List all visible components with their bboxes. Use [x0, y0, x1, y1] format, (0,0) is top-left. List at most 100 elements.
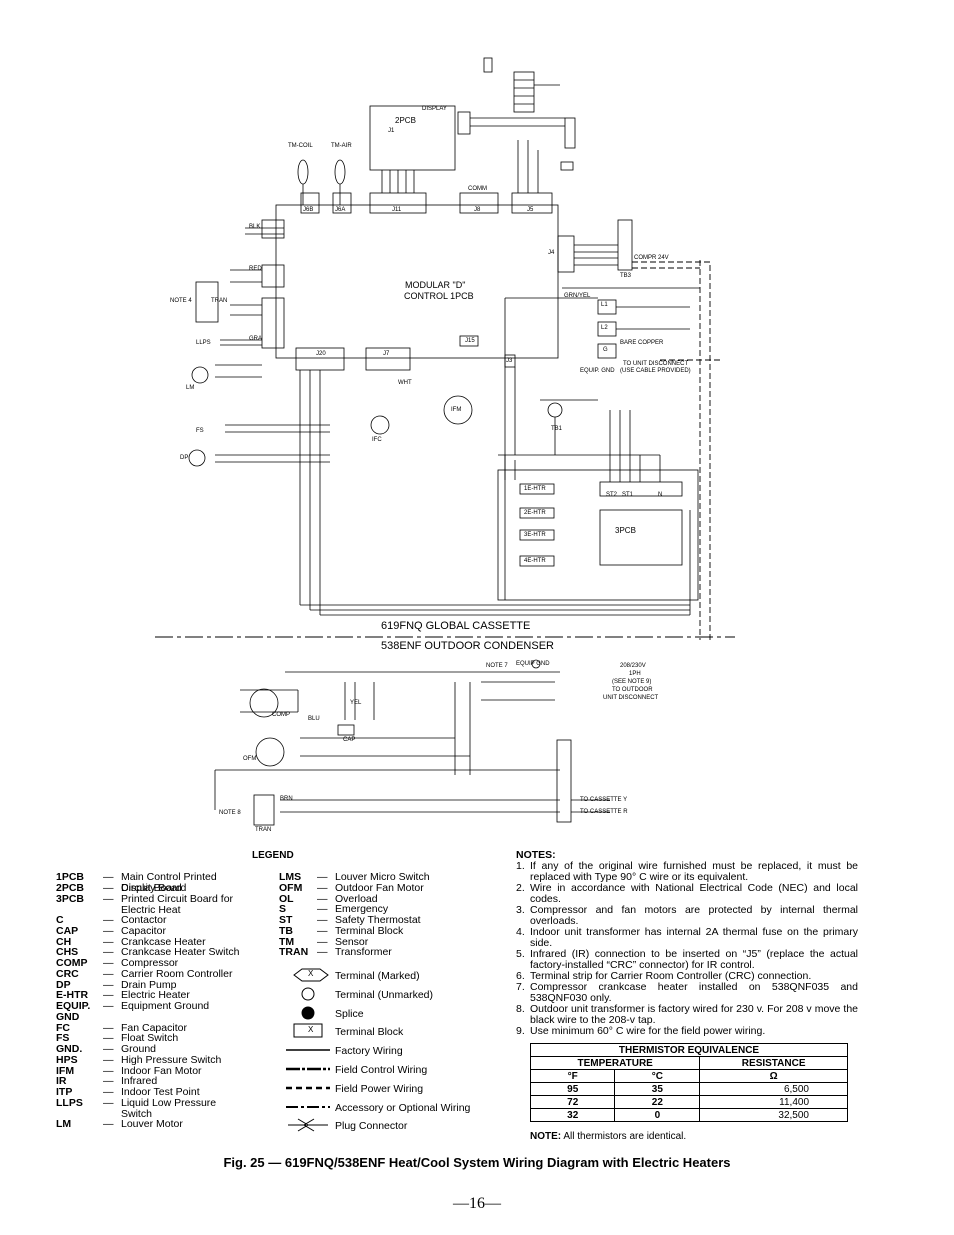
- tb3-label: TB3: [620, 273, 632, 279]
- st1-label: ST1: [622, 492, 634, 498]
- note-text: Outdoor unit transformer is factory wire…: [530, 1003, 858, 1026]
- connector-j8: [459, 192, 499, 214]
- legend-definition: Louver Motor: [121, 1118, 183, 1131]
- legend-dash: —: [103, 924, 114, 937]
- legend-dash: —: [103, 1053, 114, 1066]
- display-connector: [457, 111, 471, 135]
- legend-dash: —: [103, 946, 114, 959]
- legend-abbr: HPS: [56, 1053, 78, 1066]
- to-unit-disconnect-label: TO UNIT DISCONNECT: [623, 361, 689, 367]
- legend-symbol-label: Terminal (Marked): [335, 970, 420, 982]
- fs-label: FS: [196, 428, 204, 434]
- j5-label: J5: [527, 207, 534, 213]
- equip-gnd-terminal: [531, 659, 541, 669]
- terminal-marked-icon: [293, 968, 329, 982]
- connector-j15: [459, 335, 479, 347]
- note-box: [483, 57, 493, 73]
- thermistor-note-text: All thermistors are identical.: [561, 1131, 687, 1142]
- legend-abbr: FC: [56, 1021, 70, 1034]
- comm-label: COMM: [468, 186, 487, 192]
- legend-abbr: GND.: [56, 1043, 83, 1055]
- legend-abbr: IFM: [56, 1064, 75, 1077]
- connector-j6b: [300, 192, 320, 214]
- legend-dash: —: [103, 871, 114, 883]
- legend-abbr: IR: [56, 1075, 67, 1088]
- legend-definition: Overload: [335, 892, 378, 905]
- wiring-diagram: DISPLAY 2PCB J1 TM-COIL TM-AIR COMM J11 …: [155, 57, 735, 833]
- legend-definition: Crankcase Heater: [121, 935, 206, 948]
- legend-dash: —: [103, 989, 114, 1002]
- wire-gra-label: GRA: [249, 336, 263, 342]
- note-item: 9. Use minimum 60° C wire for the field p…: [516, 1026, 858, 1037]
- terminal-block-tb1: [547, 402, 563, 418]
- notes-section: NOTES: 1.If any of the original wire fur…: [516, 850, 858, 1037]
- legend-abbr: TM: [279, 935, 295, 948]
- tm-coil-sensor: [297, 159, 309, 185]
- thermistor-cell-c: 35: [614, 1082, 701, 1096]
- outdoor-terminal-strip: [556, 739, 572, 823]
- thermistor-title: THERMISTOR EQUIVALENCE: [530, 1043, 848, 1057]
- field-power-wiring-icon: [286, 1086, 330, 1090]
- note7-label: NOTE 7: [486, 663, 508, 669]
- ifm-label: IFM: [451, 407, 462, 413]
- power-208-label: 208/230V: [620, 663, 646, 669]
- crc-terminal-strip: [564, 117, 576, 149]
- tm-coil-label: TM-COIL: [288, 143, 313, 149]
- legend-abbr: LMS: [279, 871, 302, 883]
- to-cassette-y-label: TO CASSETTE Y: [580, 797, 628, 803]
- unit-f: °F: [529, 1069, 616, 1083]
- note-text: Infrared (IR) connection to be inserted …: [530, 948, 858, 971]
- module-line-2: CONTROL 1PCB: [404, 291, 474, 301]
- ofm-label: OFM: [243, 756, 257, 762]
- note-item: 6.Terminal strip for Carrier Room Contro…: [516, 971, 858, 982]
- factory-wiring-icon: [286, 1049, 330, 1051]
- compressor: [249, 688, 279, 718]
- legend-dash: —: [103, 935, 114, 948]
- tb1-label: TB1: [551, 426, 563, 432]
- legend-abbr: CHS: [56, 946, 79, 959]
- note-number: 4.: [516, 926, 525, 938]
- accessory-wiring-icon: [286, 1106, 330, 1108]
- legend-definition: Sensor: [335, 935, 369, 948]
- note-text: Use minimum 60° C wire for the field pow…: [530, 1025, 766, 1037]
- legend-abbr: OL: [279, 892, 294, 905]
- note-text: Compressor crankcase heater installed on…: [530, 981, 858, 1004]
- note-number: 5.: [516, 948, 525, 960]
- legend-definition: Printed Circuit Board for Electric Heat: [121, 892, 234, 916]
- to-outdoor-label: TO OUTDOOR: [612, 687, 653, 693]
- legend-dash: —: [103, 1075, 114, 1088]
- legend-dash: —: [317, 903, 328, 916]
- to-cassette-r-label: TO CASSETTE R: [580, 809, 628, 815]
- note-item: 7. Compressor crankcase heater installed …: [516, 982, 858, 1004]
- global-cassette-label: 619FNQ GLOBAL CASSETTE: [381, 620, 531, 632]
- heater-board-3pcb: [599, 509, 683, 566]
- equip-gnd2-label: EQUIP GND: [516, 661, 550, 667]
- legend-symbol-label: Terminal Block: [335, 1026, 404, 1038]
- l1-label: L1: [601, 302, 608, 308]
- legend-abbr: FS: [56, 1032, 70, 1045]
- terminal-x-marker: X: [308, 1025, 314, 1034]
- wire-blk-label: BLK: [249, 224, 261, 230]
- legend-definition: Infrared: [121, 1075, 158, 1088]
- bare-copper-label: BARE COPPER: [620, 340, 664, 346]
- note-text: Compressor and fan motors are protected …: [530, 904, 858, 927]
- htr2-label: 2E-HTR: [524, 510, 546, 516]
- legend-dash: —: [103, 1118, 114, 1131]
- note-number: 9.: [516, 1025, 525, 1037]
- field-control-wiring-icon: [286, 1067, 330, 1071]
- tm-air-sensor: [334, 159, 346, 185]
- note-text: Wire in accordance with National Electri…: [530, 882, 858, 905]
- module-line-1: MODULAR "D": [405, 280, 466, 290]
- indoor-transformer: [195, 281, 219, 323]
- heater-terminal-strip: [599, 481, 683, 497]
- legend-dash: —: [317, 892, 328, 905]
- thermistor-table: THERMISTOR EQUIVALENCE TEMPERATURE RESIS…: [529, 1043, 848, 1122]
- legend-abbr: ITP: [56, 1086, 73, 1098]
- note-number: 7.: [516, 981, 525, 993]
- pcb2-label: 2PCB: [395, 116, 416, 125]
- thermistor-cell-f: 32: [529, 1108, 616, 1122]
- louver-motor: [191, 366, 209, 384]
- legend-definition: Crankcase Heater Switch: [121, 946, 240, 959]
- comp-label: COMP: [272, 712, 290, 718]
